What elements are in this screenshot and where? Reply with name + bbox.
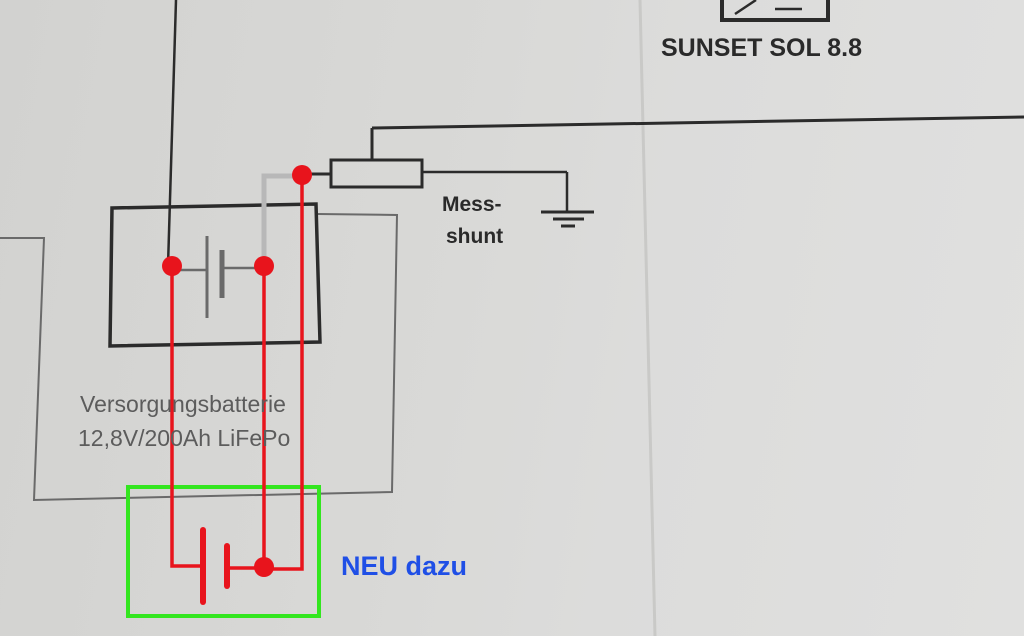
paper-fold <box>638 0 657 636</box>
battery-box <box>108 202 322 348</box>
added-wire-negative <box>170 264 205 568</box>
measurement-shunt <box>304 115 1024 211</box>
plus-link-wire <box>261 173 300 266</box>
shunt-label-line2: shunt <box>446 225 504 248</box>
junction-dot <box>162 256 182 276</box>
inverter-symbol <box>720 0 830 22</box>
battery-cell-symbol <box>176 236 262 318</box>
annotation-new-addition: NEU dazu <box>341 551 468 581</box>
negative-feed-wire <box>166 0 178 267</box>
shunt-label-line1: Mess- <box>442 193 502 216</box>
battery-label-line2: 12,8V/200Ah LiFePo <box>78 425 291 451</box>
junction-dots <box>162 165 312 577</box>
junction-dot <box>254 256 274 276</box>
junction-dot <box>292 165 312 185</box>
added-wiring <box>170 173 304 605</box>
new-battery-highlight-box <box>126 485 321 618</box>
battery-label-line1: Versorgungsbatterie <box>80 391 286 417</box>
ground-icon <box>541 210 594 228</box>
junction-dot <box>254 557 274 577</box>
added-wire-positive-b <box>262 173 304 571</box>
battery-compartment-outline <box>0 213 399 502</box>
inverter-label: SUNSET SOL 8.8 <box>661 34 862 62</box>
